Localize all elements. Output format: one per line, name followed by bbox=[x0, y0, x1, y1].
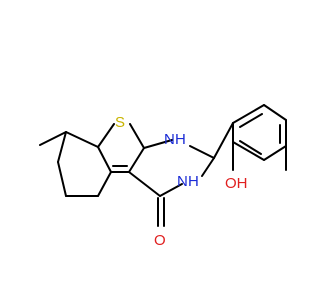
bond bbox=[97, 123, 115, 148]
atom-label-group: S H H O OH bbox=[115, 114, 248, 249]
bond bbox=[97, 146, 112, 173]
bond bbox=[128, 171, 161, 197]
nh-top-nitrogen-label: N bbox=[164, 131, 175, 148]
bond bbox=[213, 122, 234, 159]
nh-bottom-label: H bbox=[188, 173, 199, 190]
bond bbox=[128, 147, 145, 173]
bond bbox=[57, 161, 67, 197]
bond bbox=[129, 123, 145, 149]
bond bbox=[239, 113, 263, 128]
bond bbox=[189, 145, 215, 159]
bond bbox=[232, 104, 265, 124]
bond bbox=[39, 131, 67, 146]
nh-bottom-nitrogen-label: N bbox=[177, 173, 188, 190]
nh-top-label: H bbox=[175, 131, 186, 148]
carbonyl-oxygen-label: O bbox=[154, 232, 166, 249]
bond bbox=[159, 183, 183, 197]
bond bbox=[239, 140, 262, 155]
bond bbox=[263, 104, 287, 121]
bond bbox=[57, 131, 67, 163]
bond bbox=[263, 145, 287, 161]
bond bbox=[232, 141, 265, 161]
hydroxyl-oxygen-label: OH bbox=[225, 175, 248, 192]
bond-group bbox=[39, 104, 287, 227]
bond bbox=[97, 171, 112, 197]
molecule-canvas: S H H O OH N N bbox=[39, 104, 287, 249]
bond bbox=[201, 157, 215, 177]
bond bbox=[143, 139, 173, 149]
bond bbox=[65, 131, 99, 148]
molecule-structure: S H H O OH N N bbox=[39, 104, 287, 249]
sulfur-atom-label: S bbox=[115, 114, 125, 131]
